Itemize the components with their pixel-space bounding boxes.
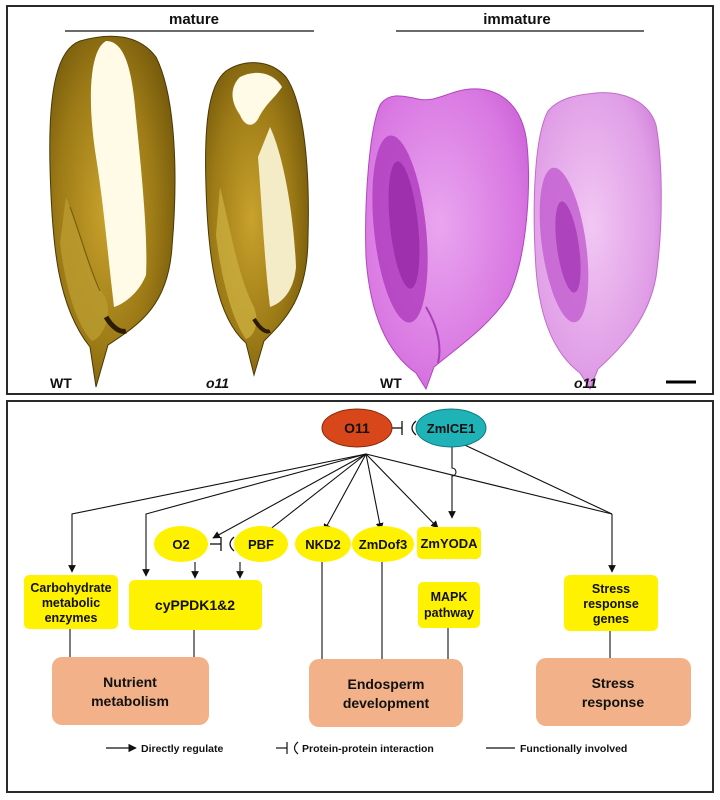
outcome-nutrient-metabolism: Nutrient metabolism — [52, 657, 209, 725]
o11-regulation-edges — [68, 453, 613, 577]
svg-text:O11: O11 — [344, 420, 370, 436]
section-immature-o11 — [533, 92, 662, 391]
legend: Directly regulate Protein-protein intera… — [106, 741, 627, 755]
zmice1-edges — [448, 439, 616, 573]
svg-text:genes: genes — [593, 612, 629, 626]
header-immature: immature — [483, 11, 551, 28]
header-mature: mature — [169, 11, 219, 28]
svg-text:Carbohydrate: Carbohydrate — [30, 581, 111, 595]
svg-text:pathway: pathway — [424, 606, 474, 620]
network-diagram-canvas: O11 ZmICE1 O2 PBF NKD2 ZmDof3 ZmYODA — [24, 408, 691, 755]
kernel-mature-wt — [49, 35, 176, 388]
svg-text:development: development — [343, 695, 430, 711]
svg-text:MAPK: MAPK — [431, 590, 468, 604]
svg-text:Endosperm: Endosperm — [347, 676, 424, 692]
svg-text:Stress: Stress — [592, 582, 630, 596]
node-pbf: PBF — [234, 526, 288, 562]
svg-text:Nutrient: Nutrient — [103, 674, 157, 690]
node-nkd2: NKD2 — [295, 526, 351, 562]
svg-text:Stress: Stress — [592, 675, 635, 691]
svg-text:NKD2: NKD2 — [305, 537, 340, 552]
o2-pbf-edges — [191, 562, 244, 579]
label-immature-wt: WT — [380, 375, 402, 391]
legend-direct-label: Directly regulate — [141, 743, 223, 755]
svg-text:ZmDof3: ZmDof3 — [359, 537, 407, 552]
svg-text:enzymes: enzymes — [45, 611, 98, 625]
node-zmice1: ZmICE1 — [415, 408, 487, 448]
svg-text:PBF: PBF — [248, 537, 274, 552]
svg-text:metabolic: metabolic — [42, 596, 100, 610]
svg-text:response: response — [583, 597, 639, 611]
node-carbohydrate-enzymes: Carbohydrate metabolic enzymes — [24, 575, 118, 629]
ppi-o11-zmice1 — [389, 420, 417, 436]
outcome-endosperm-development: Endosperm development — [309, 659, 463, 727]
label-mature-wt: WT — [50, 375, 72, 391]
kernel-image-canvas: mature immature — [49, 11, 696, 391]
outcome-stress-response: Stress response — [536, 658, 691, 726]
node-mapk-pathway: MAPK pathway — [418, 582, 480, 628]
node-o2: O2 — [154, 526, 208, 562]
svg-text:ZmICE1: ZmICE1 — [427, 421, 475, 436]
network-diagram-panel: O11 ZmICE1 O2 PBF NKD2 ZmDof3 ZmYODA — [6, 400, 714, 793]
svg-text:metabolism: metabolism — [91, 693, 169, 709]
ppi-o2-pbf — [210, 536, 235, 552]
node-o11: O11 — [321, 408, 393, 448]
node-zmyoda: ZmYODA — [417, 527, 481, 559]
svg-text:ZmYODA: ZmYODA — [420, 536, 478, 551]
svg-text:O2: O2 — [172, 537, 189, 552]
legend-ppi-label: Protein-protein interaction — [302, 743, 434, 755]
svg-text:cyPPDK1&2: cyPPDK1&2 — [155, 597, 235, 613]
node-cyppdk: cyPPDK1&2 — [129, 580, 262, 630]
label-immature-o11: o11 — [574, 375, 597, 391]
label-mature-o11: o11 — [206, 375, 229, 391]
svg-text:response: response — [582, 694, 644, 710]
node-stress-response-genes: Stress response genes — [564, 575, 658, 631]
kernel-mature-o11 — [205, 62, 309, 377]
section-immature-wt — [365, 88, 530, 391]
legend-ppi-symbol — [276, 741, 299, 755]
legend-functional-label: Functionally involved — [520, 743, 627, 755]
node-zmdof3: ZmDof3 — [352, 526, 414, 562]
kernel-image-panel: mature immature — [6, 5, 714, 395]
functional-links — [69, 562, 611, 659]
